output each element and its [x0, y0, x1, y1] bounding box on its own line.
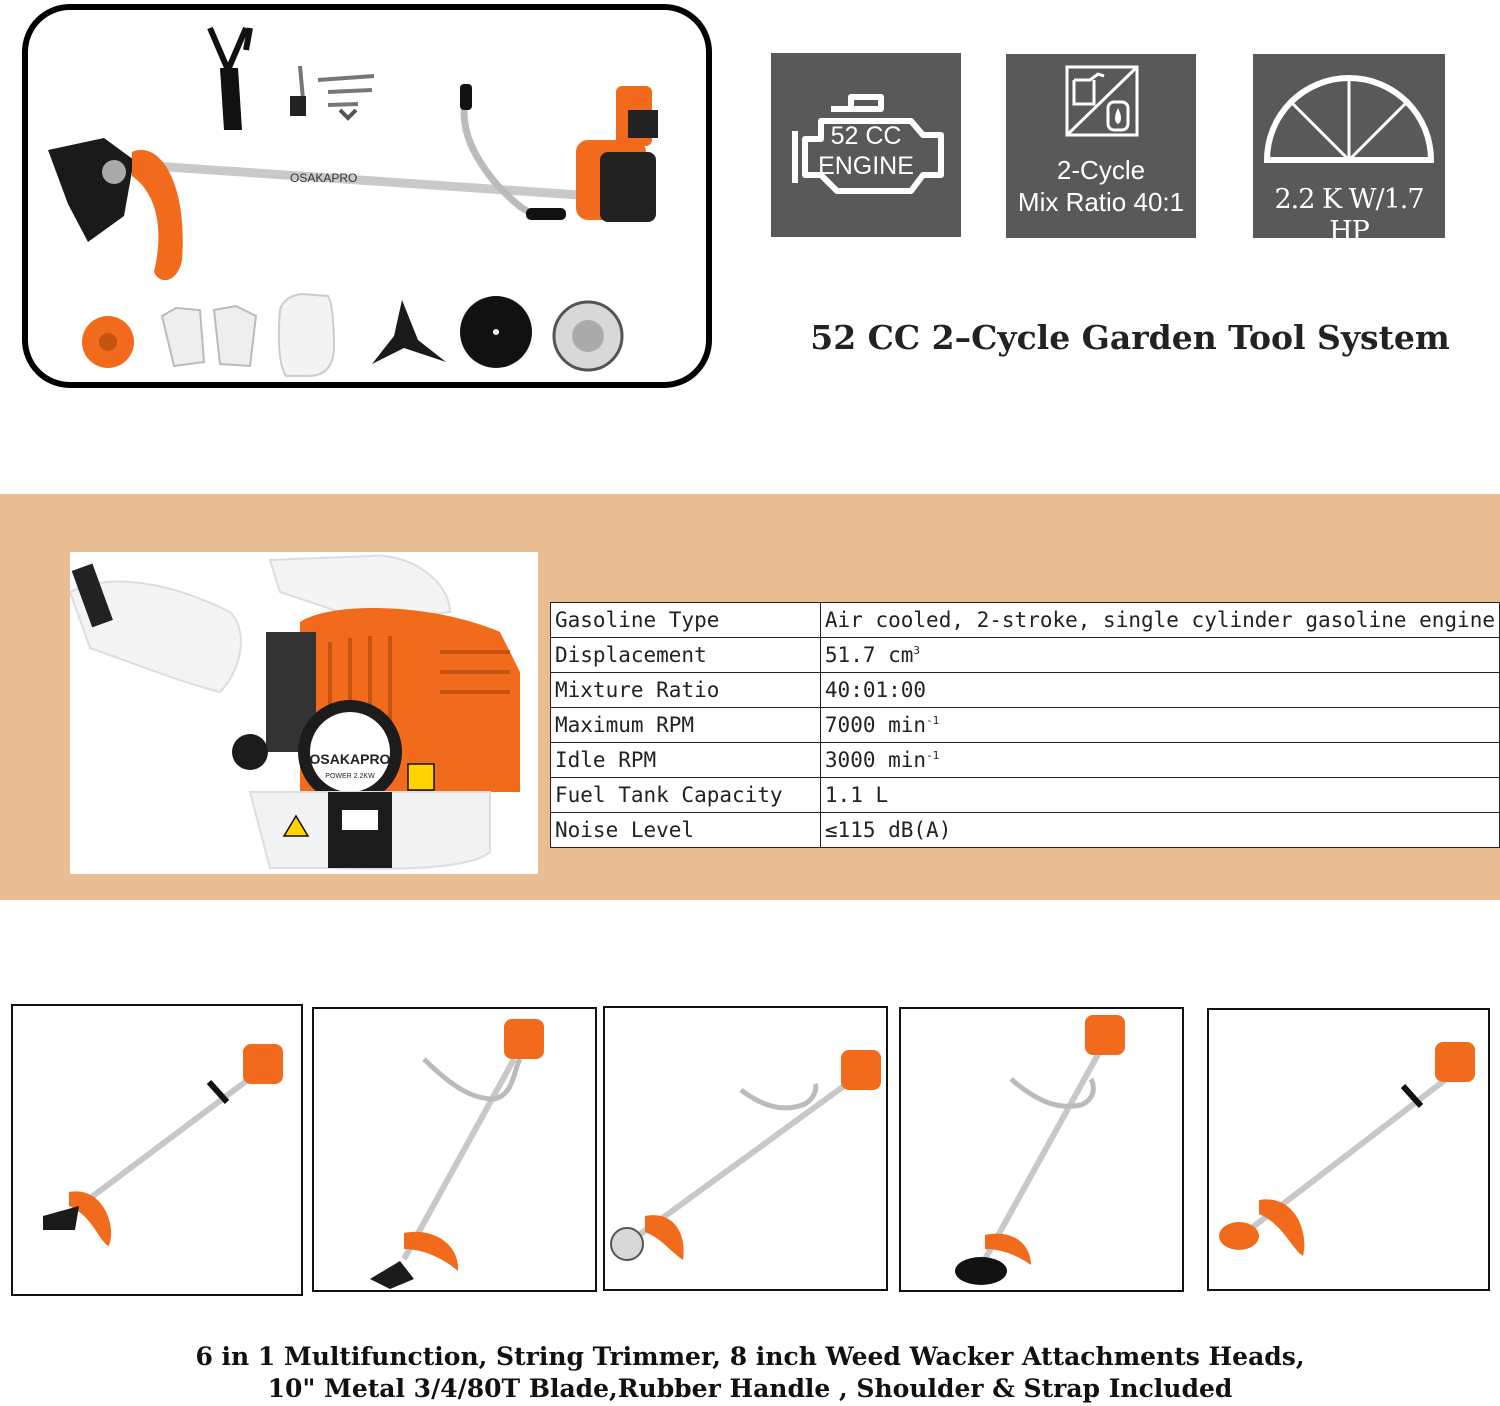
- brush-blade-icon: [48, 138, 134, 242]
- spec-label: Fuel Tank Capacity: [550, 777, 821, 813]
- brush-blade-icon: [43, 1206, 79, 1230]
- power-gauge-icon: [1263, 75, 1435, 163]
- fuel-mix-icon: [1065, 65, 1139, 137]
- saw-blade-icon: [955, 1257, 1007, 1285]
- saw-blade-icon: [460, 296, 532, 368]
- power-feature-text: 2.2 K W/1.7 HP: [1274, 184, 1424, 247]
- spec-value: Air cooled, 2-stroke, single cylinder ga…: [819, 602, 1500, 638]
- blade-guard: [132, 149, 183, 281]
- trimmer-head-icon: [1219, 1222, 1259, 1250]
- table-row: Noise Level≤115 dB(A): [550, 812, 1500, 848]
- fuel-bottle-icon: [277, 292, 336, 377]
- spec-value: 3000 min: [824, 748, 927, 772]
- engine-feature-badge: 52 CC ENGINE: [771, 53, 961, 237]
- spec-label: Idle RPM: [550, 742, 821, 778]
- kit-headline: 52 CC 2–Cycle Garden Tool System: [810, 318, 1450, 357]
- spec-value-cell: 51.7 cm3: [819, 637, 1500, 673]
- manual-icon: [407, 763, 435, 791]
- spec-value: 51.7 cm: [824, 643, 914, 667]
- spec-label: Mixture Ratio: [550, 672, 821, 708]
- caption-line-1: 6 in 1 Multifunction, String Trimmer, 8 …: [195, 1342, 1305, 1371]
- spec-value-cell: 3000 min-1: [819, 742, 1500, 778]
- spec-label: Gasoline Type: [550, 602, 821, 638]
- spec-label: Noise Level: [550, 812, 821, 848]
- engine-icon: [792, 94, 944, 194]
- glove-left-icon: [68, 580, 242, 694]
- fuel-mix-line1: 2-Cycle: [1056, 155, 1146, 185]
- fuel-mix-line2: Mix Ratio 40:1: [1017, 187, 1185, 217]
- three-tooth-blade-icon: [372, 300, 446, 364]
- engine-photo: OSAKAPRO POWER 2.2KW: [68, 552, 538, 874]
- engine-feature-line1: 52 CC: [830, 122, 902, 150]
- shaft-brand-label: OSAKAPRO: [290, 171, 357, 185]
- gloves-icon: [160, 304, 258, 368]
- three-tooth-blade-icon: [370, 1261, 414, 1289]
- shoulder-strap-icon: [207, 26, 253, 130]
- wire-wheel-icon: [610, 1227, 644, 1261]
- engine-feature-line2: ENGINE: [818, 152, 914, 180]
- trimmer-head-icon: [82, 316, 134, 368]
- config-tile-saw-blade: [899, 1007, 1184, 1292]
- spec-unit-exponent: -1: [926, 749, 940, 762]
- glove-right-icon: [268, 554, 452, 624]
- spec-label: Displacement: [550, 637, 821, 673]
- power-feature-badge: 2.2 K W/1.7 HP: [1253, 54, 1445, 247]
- spec-value: ≤115 dB(A): [819, 812, 1500, 848]
- engine-power-label: POWER 2.2KW: [325, 773, 375, 780]
- spec-label: Maximum RPM: [550, 707, 821, 743]
- wire-wheel-icon: [552, 300, 624, 372]
- config-tile-three-tooth-blade: [312, 1007, 597, 1292]
- fuel-mix-feature-badge: 2-Cycle Mix Ratio 40:1: [1006, 54, 1196, 238]
- spec-value: 7000 min: [824, 713, 927, 737]
- kit-contents-box: OSAKAPRO: [22, 4, 712, 388]
- config-tile-string-head: [1207, 1008, 1490, 1291]
- warning-icon: [282, 814, 310, 837]
- caption-line-2: 10" Metal 3/4/80T Blade,Rubber Handle , …: [267, 1374, 1233, 1403]
- fuel-cap: [232, 734, 268, 770]
- tool-kit-icon: [298, 65, 375, 121]
- spec-unit-exponent: 3: [913, 644, 921, 657]
- spec-value-cell: 7000 min-1: [819, 707, 1500, 743]
- engine-brand-label: OSAKAPRO: [310, 751, 391, 767]
- kit-illustration: OSAKAPRO: [48, 26, 658, 377]
- spec-unit-exponent: -1: [926, 714, 940, 727]
- spec-value: 40:01:00: [819, 672, 1500, 708]
- config-tile-wire-wheel: [603, 1006, 888, 1291]
- trimmer-shaft: [123, 159, 595, 201]
- spec-value: 1.1 L: [819, 777, 1500, 813]
- config-tile-brush-blade: [11, 1004, 303, 1296]
